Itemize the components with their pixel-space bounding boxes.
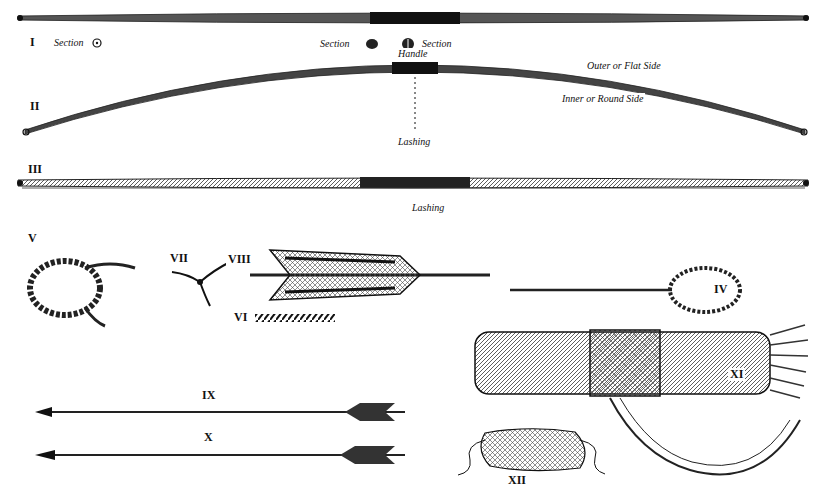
figure-number: XI <box>728 368 745 381</box>
bowstring-loop <box>510 268 740 312</box>
part-label: Outer or Flat Side <box>585 60 663 71</box>
pouch <box>458 429 605 475</box>
arrow <box>35 403 405 421</box>
arrow <box>35 446 405 464</box>
part-label: Handle <box>396 48 429 59</box>
figure-number: VII <box>168 252 190 265</box>
feather-section <box>172 262 230 306</box>
part-label: Section <box>52 37 85 48</box>
figure-number: IX <box>200 389 217 402</box>
part-label: Lashing <box>410 202 446 213</box>
section-symbols <box>93 38 414 50</box>
figure-number: XII <box>506 474 528 487</box>
figure-number: III <box>26 163 44 176</box>
figure-number: IV <box>712 283 729 296</box>
knotted-string <box>30 261 135 326</box>
figure-number: X <box>202 431 215 444</box>
figure-number: II <box>28 100 41 113</box>
arrow-fletching <box>250 250 490 300</box>
lashed-bow <box>17 177 809 188</box>
part-label: Lashing <box>396 136 432 147</box>
quiver <box>475 325 808 474</box>
part-label: Inner or Round Side <box>560 93 645 104</box>
braced-bow <box>23 62 807 135</box>
straight-bow <box>17 12 809 24</box>
figure-number: I <box>28 36 37 49</box>
figure-number: VIII <box>226 253 253 266</box>
part-label: Section <box>318 38 351 49</box>
sinew-wrapping <box>255 314 335 322</box>
figure-number: V <box>26 232 39 245</box>
figure-number: VI <box>232 311 249 324</box>
